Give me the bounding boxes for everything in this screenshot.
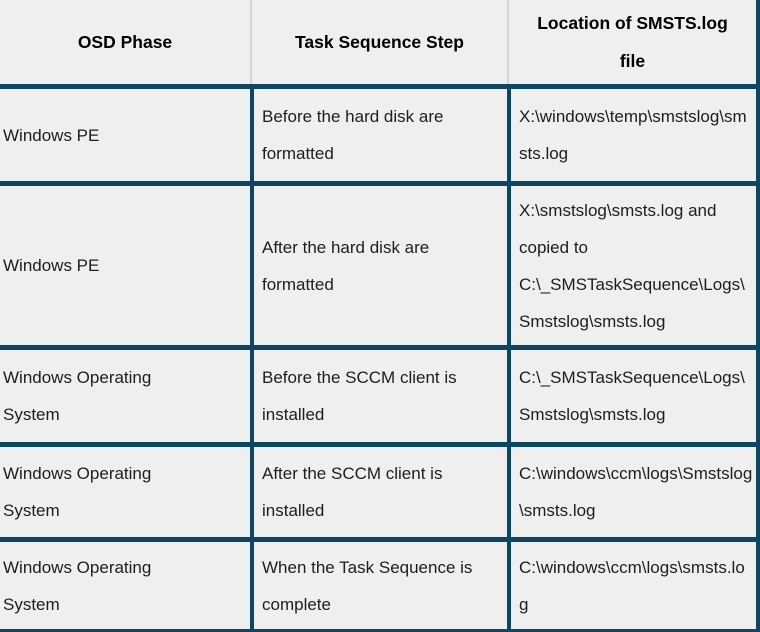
cell-text: After the hard disk are formatted <box>262 237 430 294</box>
cell-text: Windows Operating System <box>3 368 152 424</box>
cell-log-location: X:\smstslog\smsts.log and copied to C:\_… <box>507 186 756 345</box>
cell-text: Windows PE <box>3 256 100 275</box>
cell-task-sequence-step: After the hard disk are formatted <box>250 186 507 345</box>
cell-log-location: X:\windows\temp\smstslog\smsts.log <box>507 89 756 181</box>
cell-task-sequence-step: Before the hard disk are formatted <box>250 89 507 181</box>
table-row: Windows Operating System Before the SCCM… <box>0 345 756 442</box>
column-header-label: Task Sequence Step <box>295 32 464 52</box>
column-header-label: OSD Phase <box>77 32 173 52</box>
table-row: Windows PE Before the hard disk are form… <box>0 84 756 181</box>
cell-text: C:\windows\ccm\logs\smsts.log <box>519 557 745 614</box>
cell-text: Before the SCCM client is installed <box>262 368 457 424</box>
cell-log-location: C:\windows\ccm\logs\smsts.log <box>507 542 756 629</box>
column-header-osd-phase: OSD Phase <box>0 0 250 84</box>
table-row: Windows Operating System When the Task S… <box>0 537 756 629</box>
cell-log-location: C:\_SMSTaskSequence\Logs\Smstslog\smsts.… <box>507 350 756 442</box>
column-header-location-of-smsts-log: Location of SMSTS.log file <box>507 0 756 84</box>
cell-log-location: C:\windows\ccm\logs\Smstslog\smsts.log <box>507 447 756 537</box>
cell-osd-phase: Windows Operating System <box>0 350 250 442</box>
cell-osd-phase: Windows Operating System <box>0 542 250 629</box>
cell-task-sequence-step: When the Task Sequence is complete <box>250 542 507 629</box>
cell-text: Before the hard disk are formatted <box>262 107 444 163</box>
cell-text: Windows PE <box>3 125 100 145</box>
column-header-task-sequence-step: Task Sequence Step <box>250 0 507 84</box>
cell-text: X:\windows\temp\smstslog\smsts.log <box>519 107 747 163</box>
cell-text: X:\smstslog\smsts.log and copied to C:\_… <box>519 200 745 331</box>
cell-osd-phase: Windows PE <box>0 186 250 345</box>
column-header-label: Location of SMSTS.log file <box>537 13 728 71</box>
cell-text: C:\windows\ccm\logs\Smstslog\smsts.log <box>519 464 753 520</box>
cell-text: Windows Operating System <box>3 557 152 614</box>
cell-text: When the Task Sequence is complete <box>262 557 473 614</box>
cell-osd-phase: Windows Operating System <box>0 447 250 537</box>
cell-task-sequence-step: After the SCCM client is installed <box>250 447 507 537</box>
table-row: Windows Operating System After the SCCM … <box>0 442 756 537</box>
table-header-row: OSD Phase Task Sequence Step Location of… <box>0 0 756 84</box>
cell-text: Windows Operating System <box>3 464 152 520</box>
cell-text: C:\_SMSTaskSequence\Logs\Smstslog\smsts.… <box>519 368 745 424</box>
table-row: Windows PE After the hard disk are forma… <box>0 181 756 345</box>
cell-text: After the SCCM client is installed <box>262 464 443 520</box>
cell-task-sequence-step: Before the SCCM client is installed <box>250 350 507 442</box>
cell-osd-phase: Windows PE <box>0 89 250 181</box>
